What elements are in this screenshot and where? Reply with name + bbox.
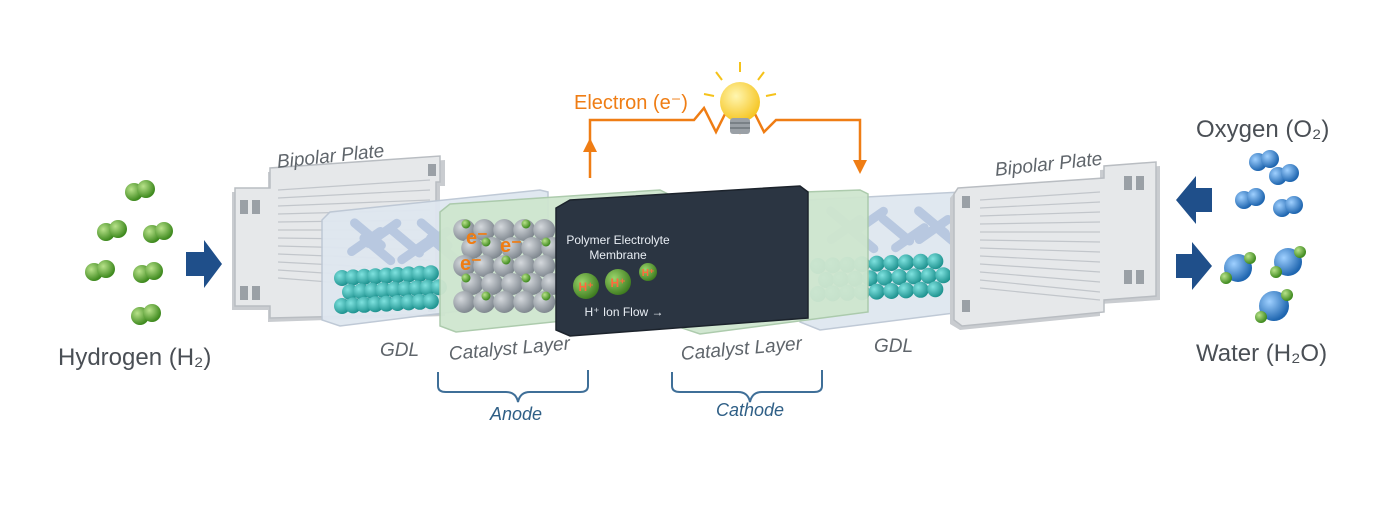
electron-symbol-anode-1: e⁻ (466, 227, 488, 249)
catalyst-particle (453, 255, 476, 277)
oxygen-molecules (1235, 150, 1303, 217)
carbon-sphere (898, 282, 914, 299)
electron-symbol-anode-3: e⁻ (460, 253, 482, 275)
cathode-bracket (671, 370, 823, 403)
hydrogen-molecules (85, 180, 173, 325)
anode-label: Anode (490, 404, 543, 424)
anode-bracket (437, 370, 589, 403)
carbon-sphere (920, 267, 937, 284)
reactant-atom (501, 255, 511, 265)
hydrogen-atom (1294, 246, 1306, 258)
catalyst-particle (513, 291, 536, 313)
reactant-atom (481, 237, 491, 247)
carbon-sphere (868, 283, 885, 300)
water-label: Water (H₂O) (1196, 340, 1328, 367)
reactant-atom (521, 219, 531, 229)
hydrogen-atom (109, 220, 127, 238)
hydrogen-atom (97, 260, 115, 278)
carbon-sphere (912, 281, 929, 298)
carbon-sphere (883, 283, 900, 299)
electron-up-arrow-icon (583, 138, 597, 152)
oxygen-atom (1259, 291, 1289, 321)
carbon-sphere (898, 254, 914, 271)
carbon-sphere (883, 255, 900, 271)
catalyst-particle (473, 219, 496, 241)
hydrogen-inlet-arrow-icon (186, 240, 222, 288)
carbon-sphere (906, 268, 922, 285)
reactant-atom (521, 273, 531, 283)
hydrogen-atom (137, 180, 155, 198)
catalyst-particle (533, 219, 556, 241)
carbon-sphere (876, 269, 893, 286)
gdl-fiber (891, 223, 929, 253)
catalyst-particle (533, 255, 556, 277)
reactant-atom (461, 219, 471, 229)
hydrogen-atom (145, 262, 163, 280)
catalyst-particle (501, 237, 524, 259)
catalyst-particle (513, 255, 536, 277)
catalyst-particle (453, 291, 476, 313)
electron-circuit (588, 105, 862, 178)
hydrogen-atom (1244, 252, 1256, 264)
catalyst-particle (461, 237, 484, 259)
catalyst-particle (493, 291, 516, 313)
oxygen-label: Oxygen (O₂) (1196, 116, 1330, 143)
carbon-sphere (927, 253, 944, 270)
hydrogen-atom (143, 304, 161, 322)
carbon-sphere (891, 269, 908, 285)
hydrogen-atom (1220, 272, 1232, 284)
membrane-label-line2: Membrane (589, 248, 647, 262)
catalyst-particle (481, 273, 504, 295)
water-molecules (1220, 246, 1306, 323)
hydrogen-atom (1255, 311, 1267, 323)
hydrogen-atom (155, 222, 173, 240)
gdl-fiber (363, 218, 402, 248)
catalyst-particle (493, 219, 516, 241)
gdl-right-label: GDL (874, 336, 914, 357)
proton-symbol-1: H⁺ (579, 280, 594, 294)
gdl-left-label: GDL (380, 340, 420, 361)
proton-symbol-3: H⁺ (642, 268, 655, 279)
carbon-sphere (422, 293, 439, 310)
ion-flow-label: H⁺ Ion Flow → (584, 305, 663, 319)
oxygen-inlet-arrow-icon (1176, 176, 1212, 224)
hydrogen-atom (1270, 266, 1282, 278)
oxygen-atom (1261, 150, 1279, 168)
catalyst-particle (501, 273, 524, 295)
light-bulb-icon (703, 62, 777, 134)
catalyst-particle (473, 255, 496, 277)
carbon-sphere (927, 281, 944, 298)
carbon-sphere (868, 255, 885, 272)
hydrogen-atom (1281, 289, 1293, 301)
reactant-atom (461, 273, 471, 283)
carbon-sphere (912, 253, 929, 270)
proton-symbol-2: H⁺ (611, 276, 626, 290)
carbon-sphere (422, 265, 439, 282)
polymer-electrolyte-membrane: Polymer Electrolyte Membrane H⁺ H⁺ H⁺ H⁺… (555, 185, 809, 337)
oxygen-atom (1285, 196, 1303, 214)
water-outlet-arrow-icon (1176, 242, 1212, 290)
oxygen-atom (1247, 188, 1265, 206)
oxygen-atom (1281, 164, 1299, 182)
cathode-label: Cathode (716, 400, 785, 420)
bipolar-plate-right (950, 161, 1160, 330)
reactant-atom (541, 291, 551, 301)
electron-label: Electron (e⁻) (574, 92, 688, 114)
reactant-atom (541, 237, 551, 247)
carbon-sphere (935, 267, 952, 284)
membrane-label-line1: Polymer Electrolyte (566, 233, 670, 247)
reactant-atom (481, 291, 491, 301)
catalyst-particle (521, 237, 544, 259)
electron-down-arrow-icon (853, 160, 867, 174)
hydrogen-label: Hydrogen (H₂) (58, 344, 212, 371)
electron-symbol-anode-2: e⁻ (500, 235, 522, 257)
